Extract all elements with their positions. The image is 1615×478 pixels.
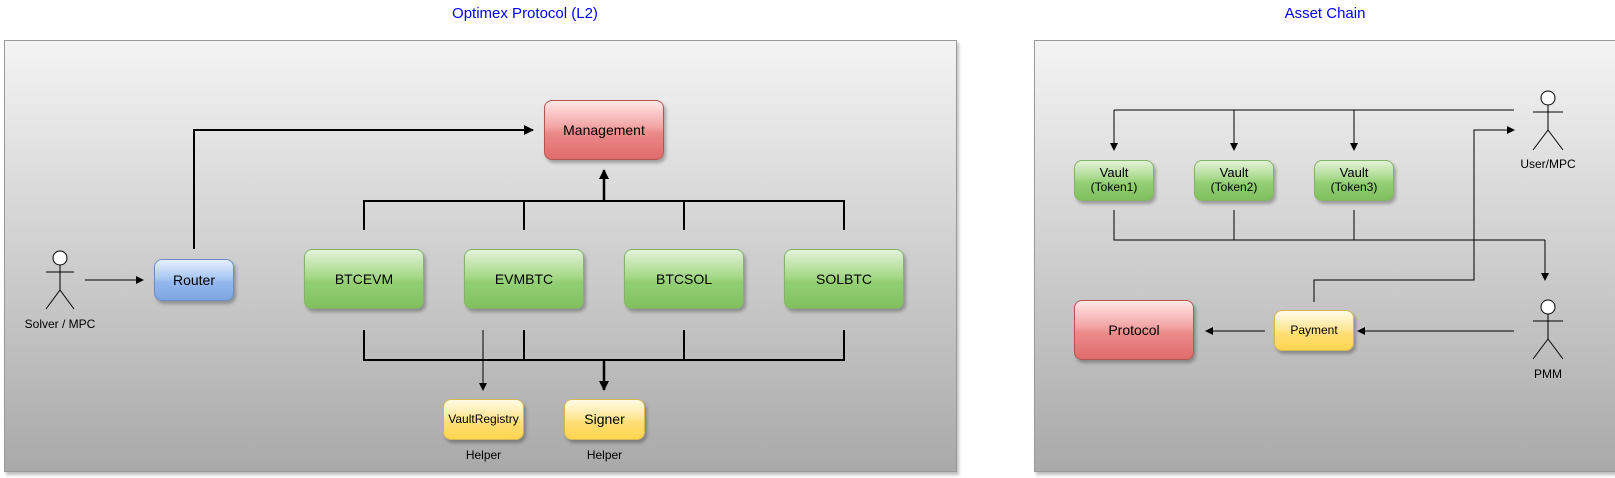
asset-chain-panel (1034, 40, 1615, 472)
signer-caption: Helper (586, 448, 623, 462)
pmm-actor-icon (1532, 299, 1564, 360)
btcevm-box[interactable]: BTCEVM (304, 249, 424, 309)
vault-token1-box[interactable]: Vault (Token1) (1074, 160, 1154, 201)
vault-token1-title: Vault (1099, 165, 1129, 181)
vaultregistry-caption: Helper (465, 448, 502, 462)
solver-mpc-label: Solver / MPC (24, 317, 96, 331)
signer-box[interactable]: Signer (564, 399, 645, 440)
left-panel-title: Optimex Protocol (L2) (452, 5, 598, 22)
pmm-label: PMM (1534, 367, 1562, 381)
vault-token3-token: (Token3) (1330, 180, 1378, 195)
user-mpc-actor-icon (1532, 90, 1564, 151)
vault-token3-box[interactable]: Vault (Token3) (1314, 160, 1394, 201)
vault-token2-box[interactable]: Vault (Token2) (1194, 160, 1274, 201)
pairs-to-signer-bus (363, 330, 845, 361)
right-panel-title: Asset Chain (1284, 5, 1366, 22)
vaultregistry-box[interactable]: VaultRegistry (443, 399, 524, 440)
payment-box[interactable]: Payment (1274, 310, 1354, 351)
management-box[interactable]: Management (544, 100, 664, 160)
vaults-to-pmm-bus (1113, 210, 1545, 241)
vault-token2-title: Vault (1219, 165, 1249, 181)
payment-to-user-edge (1313, 126, 1515, 302)
pairs-to-management-bus (363, 200, 845, 230)
router-to-management-edge (193, 125, 534, 249)
solver-mpc-actor-icon (45, 250, 75, 310)
btcsol-box[interactable]: BTCSOL (624, 249, 744, 309)
vault-token1-token: (Token1) (1090, 180, 1138, 195)
solbtc-box[interactable]: SOLBTC (784, 249, 904, 309)
vault-token2-token: (Token2) (1210, 180, 1258, 195)
protocol-box[interactable]: Protocol (1074, 300, 1194, 360)
vault-token3-title: Vault (1339, 165, 1369, 181)
router-box[interactable]: Router (154, 259, 234, 301)
user-mpc-label: User/MPC (1520, 157, 1576, 171)
evmbtc-box[interactable]: EVMBTC (464, 249, 584, 309)
